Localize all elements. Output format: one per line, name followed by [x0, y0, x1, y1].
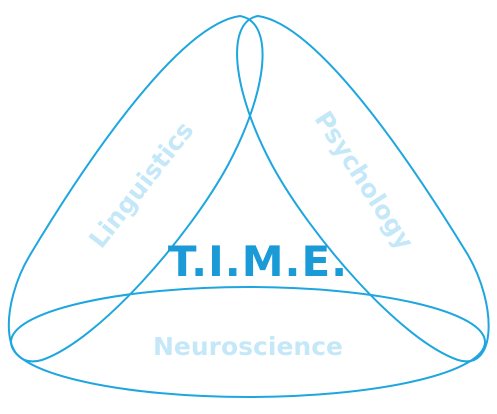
neuroscience-loop — [10, 286, 486, 398]
neuroscience-label: Neuroscience — [153, 332, 343, 361]
psychology-loop — [236, 14, 490, 363]
psychology-label: Psychology — [309, 106, 420, 255]
center-title: T.I.M.E. — [168, 237, 348, 286]
